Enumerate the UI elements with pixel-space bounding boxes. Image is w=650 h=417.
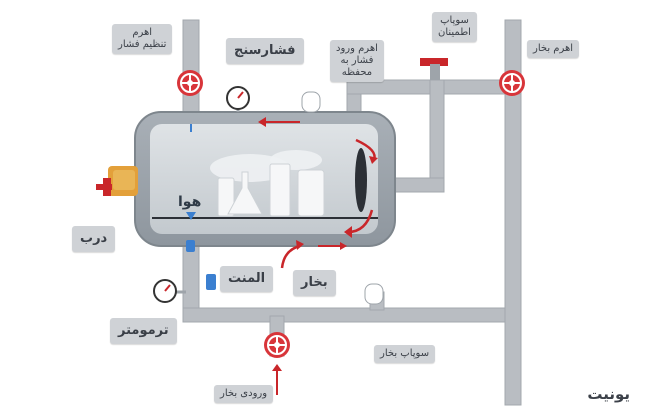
safety-valve-icon [420,58,448,80]
steam-label: بخار [293,270,336,296]
glassware-icon [217,163,325,217]
pressure-inlet-bulb-icon [301,91,384,305]
gauge-icon [153,86,250,303]
door-handle-icon [96,166,138,196]
element-label: المنت [220,266,274,292]
pressure-inlet-lever-label: اهرم ورود فشار به محفظه [330,40,384,82]
arrow-icon [258,117,378,395]
brand-logo: یونیت [587,385,630,403]
safety-valve-label: سوپاپ اطمینان [432,12,477,42]
pressure-regulator-lever-label: اهرم تنظیم فشار [112,24,173,54]
steam-inlet-label: ورودی بخار [214,385,274,403]
pressure-gauge-label: فشارسنج [226,38,304,64]
air-marker-icon [186,124,196,220]
steam-lever-label: اهرم بخار [527,40,580,58]
door-label: درب [72,226,116,252]
element-heater-icon [186,240,216,290]
autoclave-chamber [134,111,396,247]
steam-valve-label: سوپاپ بخار [374,345,436,363]
air-label: هوا [178,194,202,210]
thermometer-label: ترمومتر [110,318,177,344]
